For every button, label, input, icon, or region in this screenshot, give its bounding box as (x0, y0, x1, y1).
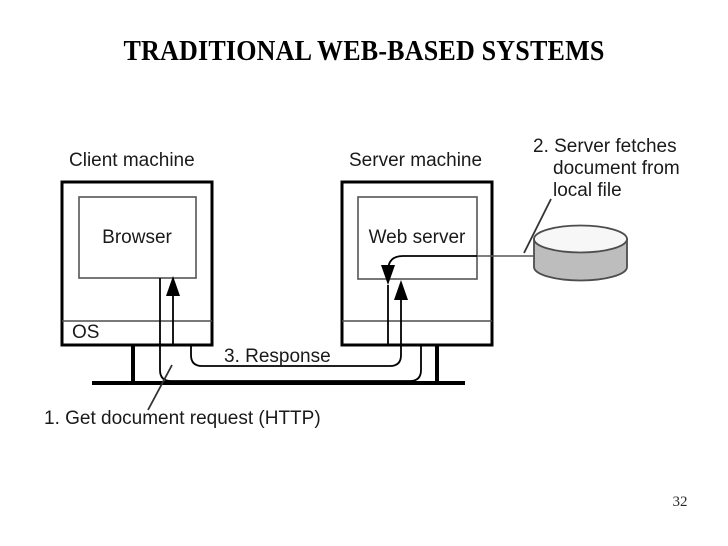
web-server-box (357, 196, 478, 280)
step2-leader-line (523, 198, 552, 254)
server-flow-arrows (387, 280, 408, 345)
client-flow-arrows (159, 276, 180, 345)
page-title: TRADITIONAL WEB-BASED SYSTEMS (123, 36, 605, 67)
database-cylinder-icon (477, 224, 628, 282)
request-route-path (159, 345, 422, 382)
annotation-step-2-line-1: 2. Server fetches (533, 136, 677, 157)
server-machine-label: Server machine (349, 150, 482, 171)
client-machine-group: Client machine Browser OS (60, 150, 214, 347)
annotation-step-3: 3. Response (224, 346, 331, 367)
annotation-step-1: 1. Get document request (HTTP) (44, 408, 321, 429)
page-number: 32 (672, 494, 688, 510)
browser-label: Browser (102, 227, 172, 248)
annotation-step-2: 2. Server fetches document from local fi… (533, 136, 680, 201)
response-route-path (190, 345, 402, 367)
step1-leader-line (147, 364, 173, 411)
client-os-label: OS (72, 322, 99, 343)
server-machine-group: Server machine Web server (340, 150, 494, 347)
fetch-flow-arrow (381, 255, 477, 285)
network-bus (92, 345, 465, 385)
web-server-label: Web server (369, 227, 466, 248)
client-machine-label: Client machine (69, 150, 195, 171)
annotation-step-2-line-3: local file (553, 180, 622, 201)
browser-box (78, 196, 197, 279)
annotation-step-2-line-2: document from (553, 158, 680, 179)
